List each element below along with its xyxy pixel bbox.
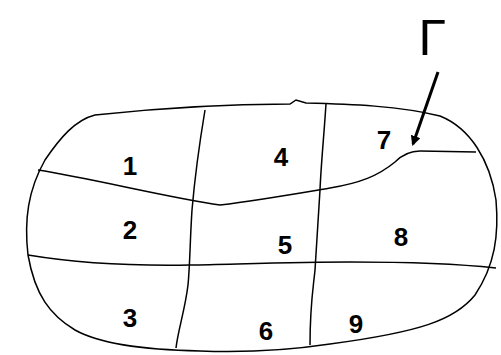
boundary-line [28,255,496,268]
region-number: 6 [259,318,273,344]
region-number: 9 [349,311,363,337]
region-number: 1 [123,153,137,179]
pointer-arrow [413,72,438,144]
boundary-letter: Г [418,13,445,63]
outer-outline [27,100,497,352]
region-number: 2 [123,217,137,243]
region-number: 8 [394,224,408,250]
boundary-line [310,104,326,345]
region-number: 5 [278,232,292,258]
region-number: 4 [274,144,288,170]
boundary-line [38,151,476,205]
boundary-line [176,110,205,348]
region-number: 3 [123,305,137,331]
region-number: 7 [377,127,391,153]
